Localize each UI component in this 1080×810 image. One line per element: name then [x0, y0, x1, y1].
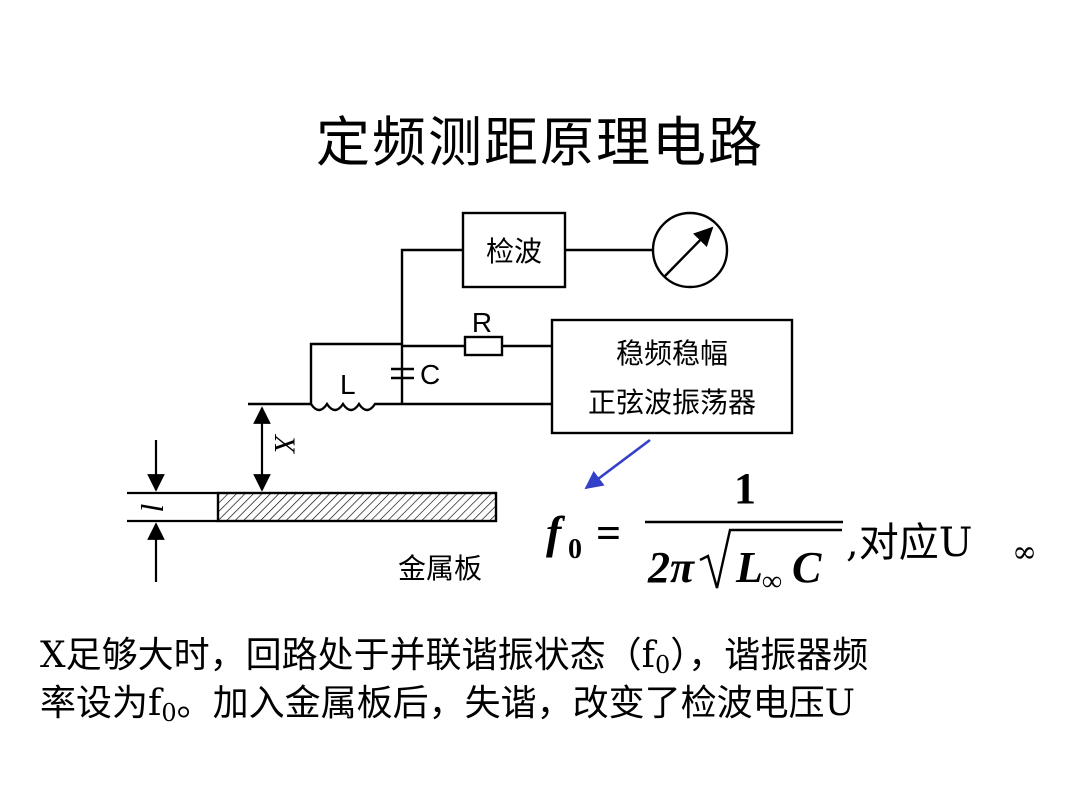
inductor-coil	[310, 401, 402, 412]
formula-suffix: ,对应U	[846, 520, 972, 566]
formula-den-L: L	[735, 543, 763, 592]
pointer-arrow	[584, 438, 651, 490]
plate-label: 金属板	[398, 552, 482, 585]
description-line-2: 率设为f0。加入金属板后，失谐，改变了检波电压U	[40, 683, 855, 727]
formula-numerator: 1	[734, 464, 756, 513]
thickness-label: l	[134, 503, 170, 512]
resistor-label: R	[472, 307, 492, 338]
resonance-formula: f 0 = 1 2π L ∞ C	[546, 464, 843, 597]
formula-den-C: C	[792, 543, 822, 592]
formula-equals: =	[596, 509, 621, 558]
formula-lhs-var: f	[546, 507, 566, 558]
metal-plate	[216, 491, 498, 523]
description-line-1: X足够大时，回路处于并联谐振状态（f0），谐振器频	[40, 635, 869, 679]
description-paragraph: X足够大时，回路处于并联谐振状态（f0），谐振器频 率设为f0。加入金属板后，失…	[40, 632, 1050, 728]
capacitor-label: C	[420, 359, 440, 390]
distance-label: X	[268, 434, 301, 455]
formula-suffix-sub: ∞	[1012, 535, 1037, 570]
page-title: 定频测距原理电路	[316, 111, 764, 174]
oscillator-label-line2: 正弦波振荡器	[588, 386, 756, 419]
inductor-label: L	[340, 369, 356, 400]
oscillator-label-line1: 稳频稳幅	[616, 337, 728, 370]
resistor	[463, 335, 504, 357]
detector-label: 检波	[486, 235, 542, 268]
formula-den-L-sub: ∞	[762, 566, 782, 597]
formula-lhs-sub: 0	[568, 534, 582, 565]
formula-den-coef: 2π	[647, 543, 695, 592]
meter-icon	[651, 211, 729, 289]
sqrt-sign	[699, 528, 842, 589]
oscillator-box	[550, 318, 794, 435]
